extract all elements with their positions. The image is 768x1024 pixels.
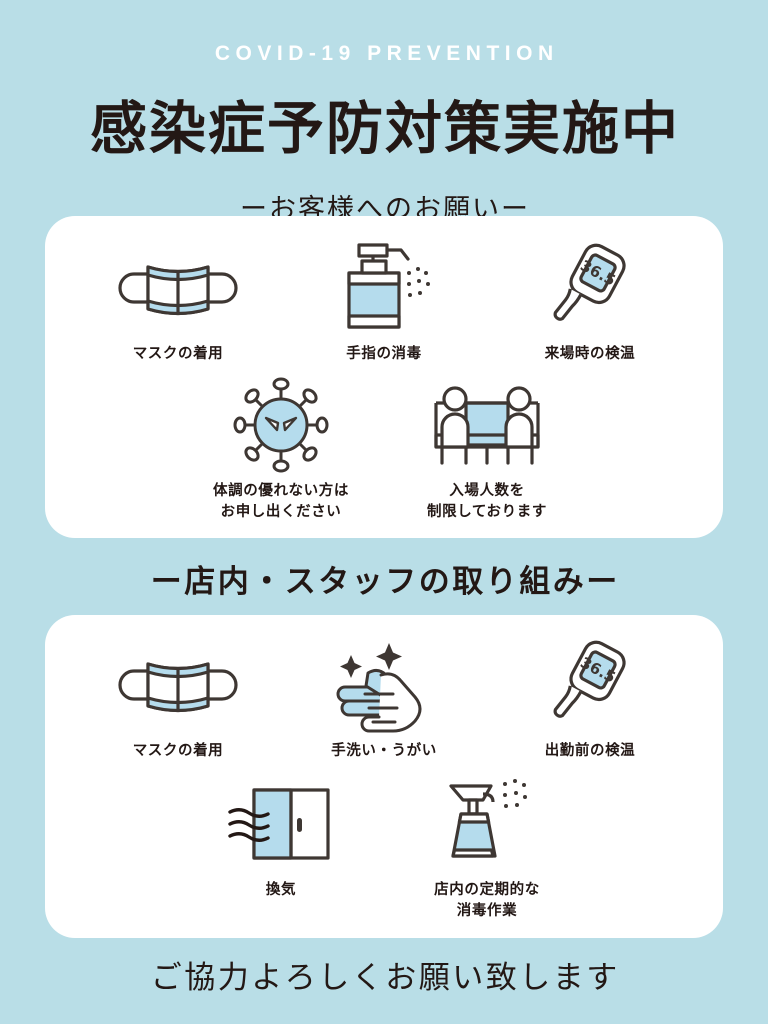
staff-label: 換気 [265,882,297,899]
thermometer-icon: 36.5 [537,639,643,731]
guideline-item-capacity-limit: 入場人数を 制限しております [384,379,590,523]
staff-label: 手洗い・うがい [331,743,437,759]
face-mask-icon [114,639,242,731]
thermometer-icon: 36.5 [537,242,643,334]
staff-item-handwashing: 手洗い・うがい [281,639,487,762]
spray-droplets [503,779,527,809]
sparkles [340,643,402,678]
airflow-lines [228,808,270,842]
staff-label: マスクの着用 [132,743,224,759]
guideline-label: 手指の消毒 [346,346,422,362]
virus-icon [233,377,329,473]
page-title: 感染症予防対策実施中 [90,96,680,162]
customer-row-1: マスクの着用 [45,216,723,365]
customer-guidelines-card: マスクの着用 [45,216,723,538]
staff-item-temperature-check: 36.5 出勤前の検温 [487,639,693,762]
guideline-label: 来場時の検温 [544,346,636,362]
guideline-item-feeling-unwell: 体調の優れない方は お申し出ください [178,377,384,523]
staff-item-disinfection: 店内の定期的な 消毒作業 [384,778,590,922]
hand-washing-icon [323,639,445,733]
window-airflow-icon [220,778,342,870]
guideline-label: 入場人数を 制限しております [427,483,547,521]
guideline-item-temperature-check: 36.5 来場時の検温 [487,242,693,365]
staff-row-2: 換気 [45,762,723,922]
staff-row-1: マスクの着用 [45,615,723,762]
customer-row-2: 体調の優れない方は お申し出ください [45,365,723,523]
staff-guidelines-card: マスクの着用 [45,615,723,938]
staff-label: 店内の定期的な 消毒作業 [434,882,540,920]
guideline-item-sanitizer: 手指の消毒 [281,242,487,365]
eyebrow-text: COVID-19 PREVENTION [214,42,559,65]
staff-item-mask: マスクの着用 [75,639,281,762]
distanced-seating-icon [422,379,552,471]
guideline-label: マスクの着用 [132,346,224,362]
spray-bottle-icon [429,778,545,870]
staff-label: 出勤前の検温 [544,743,636,759]
face-mask-icon [114,242,242,334]
guideline-item-mask: マスクの着用 [75,242,281,365]
staff-section-title: ー店内・スタッフの取り組みー [150,564,620,600]
hand-sanitizer-icon [329,242,439,334]
staff-item-ventilation: 換気 [178,778,384,901]
footer-text: ご協力よろしくお願い致します [150,960,620,996]
guideline-label: 体調の優れない方は お申し出ください [213,483,349,521]
